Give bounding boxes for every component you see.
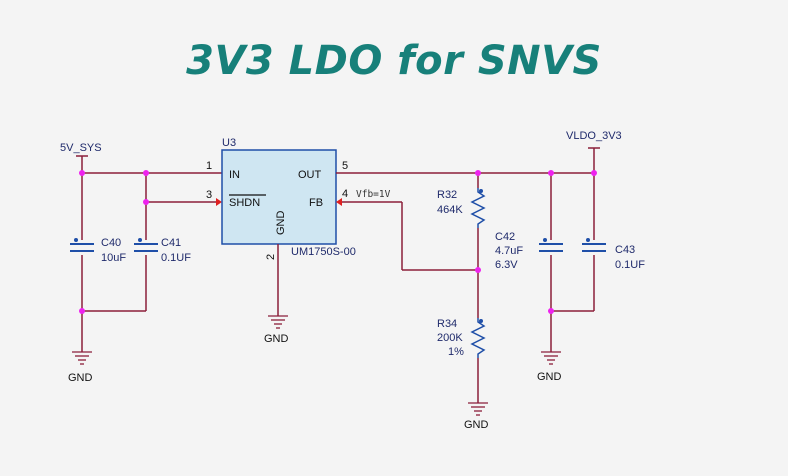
fb-voltage-note: Vfb=1V [356,189,391,200]
r34-tolerance: 1% [448,346,464,358]
r32-ref: R32 [437,189,457,201]
r34-ref: R34 [437,318,457,330]
ground-symbol-left [72,351,92,365]
junction-dot [548,170,554,176]
c42-voltage: 6.3V [495,259,518,271]
junction-dot [143,170,149,176]
c40-value: 10uF [101,252,126,264]
c43-ref: C43 [615,244,635,256]
pin-2-number: 2 [265,254,277,260]
net-label-vldo-3v3: VLDO_3V3 [566,130,622,142]
ic-part-number: UM1750S-00 [291,246,356,258]
pin-out-label: OUT [298,169,322,181]
r34-pin1-marker [479,319,483,323]
pin-shdn-label: SHDN [229,197,260,209]
ground-symbol-right [541,351,561,365]
pin-1-number: 1 [206,160,212,172]
pin-gnd-label: GND [275,211,287,236]
c41-value: 0.1UF [161,252,191,264]
pin-in-label: IN [229,169,240,181]
net-label-5v-sys: 5V_SYS [60,142,102,154]
schematic-title: 3V3 LDO for SNVS [186,38,602,84]
pin-5-number: 5 [342,160,348,172]
junction-dot [475,267,481,273]
c42-value: 4.7uF [495,245,523,257]
capacitor-c42 [539,238,563,252]
output-wires [336,148,595,403]
junction-dot [79,308,85,314]
gnd-label-left: GND [68,372,93,384]
resistor-r34 [470,318,486,358]
r34-value: 200K [437,332,463,344]
c42-ref: C42 [495,231,515,243]
junction-dot [475,170,481,176]
pin-fb-label: FB [309,197,323,209]
ground-symbol-ic [268,315,288,329]
capacitor-c41 [134,238,158,252]
ground-symbol-divider [468,402,488,416]
r32-value: 464K [437,204,463,216]
gnd-label-divider: GND [464,419,489,431]
resistor-r32 [470,188,486,228]
c41-ref: C41 [161,237,181,249]
junction-dot [143,199,149,205]
pin-4-number: 4 [342,188,348,200]
junction-dot [79,170,85,176]
gnd-label-ic: GND [264,333,289,345]
input-wires [81,172,222,352]
fb-arrow [336,198,342,206]
pin-3-number: 3 [206,189,212,201]
shdn-arrow [216,198,222,206]
c43-value: 0.1UF [615,259,645,271]
capacitor-c43 [582,238,606,252]
r32-pin1-marker [479,189,483,193]
ic-ref: U3 [222,137,236,149]
capacitor-c40 [70,238,94,252]
ic-body-u3 [221,149,337,245]
junction-dot [548,308,554,314]
junction-dot [591,170,597,176]
gnd-label-right: GND [537,371,562,383]
c40-ref: C40 [101,237,121,249]
